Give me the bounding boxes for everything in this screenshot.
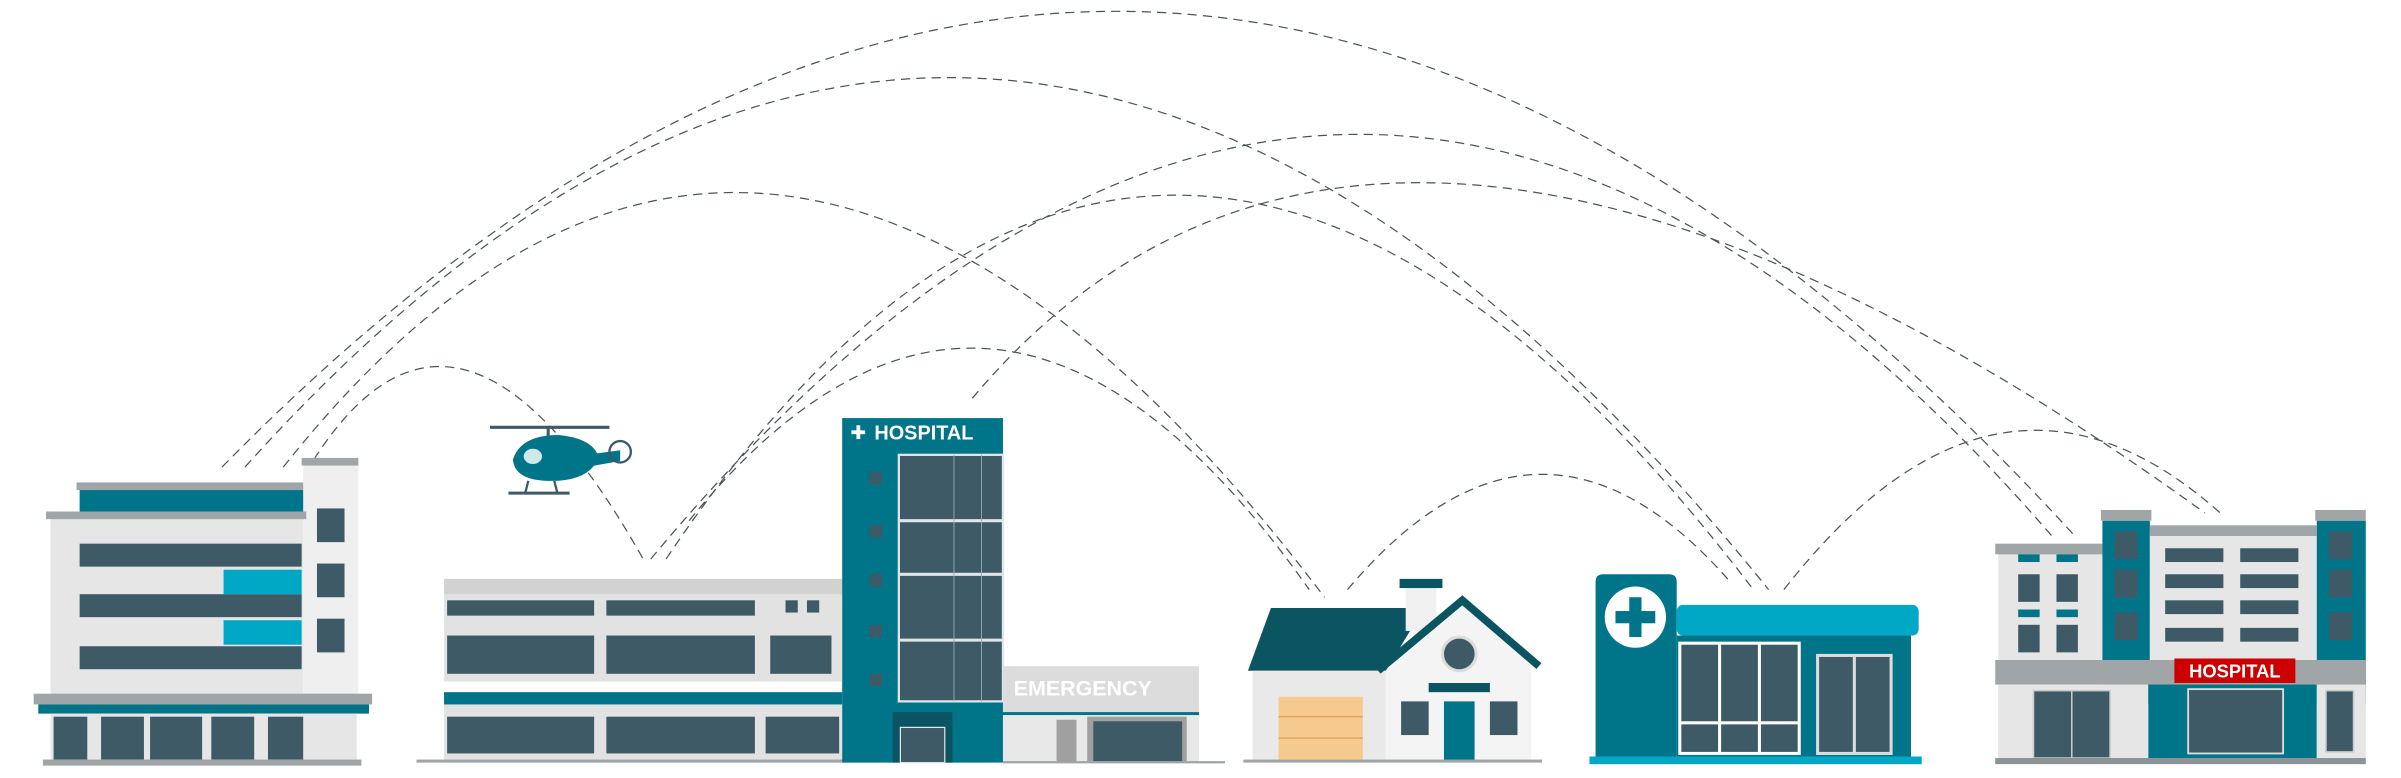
helicopter: [490, 425, 633, 495]
long-building: [416, 578, 846, 763]
arc: [688, 347, 1310, 590]
emergency-sign: EMERGENCY: [1014, 676, 1152, 700]
office-building-left: [33, 457, 373, 766]
house: [1243, 578, 1542, 763]
tower-sign: HOSPITAL: [874, 423, 973, 445]
hospital-sign: HOSPITAL: [2189, 661, 2280, 682]
arc: [971, 182, 2206, 514]
medical-cross-icon: [1604, 586, 1666, 648]
clinic: [1589, 574, 1922, 765]
arc: [1347, 473, 1731, 590]
plus-icon: [851, 425, 866, 440]
arc: [282, 192, 1326, 598]
arc: [244, 77, 1770, 590]
arc: [221, 10, 2076, 537]
arc: [313, 365, 644, 560]
connection-arcs: [221, 10, 2221, 598]
emergency-wing: EMERGENCY: [1002, 666, 1225, 764]
arc: [665, 194, 1754, 590]
hospital-tower: HOSPITAL: [842, 418, 1005, 764]
hospital-right: HOSPITAL: [1995, 509, 2366, 765]
arc: [650, 133, 2053, 560]
